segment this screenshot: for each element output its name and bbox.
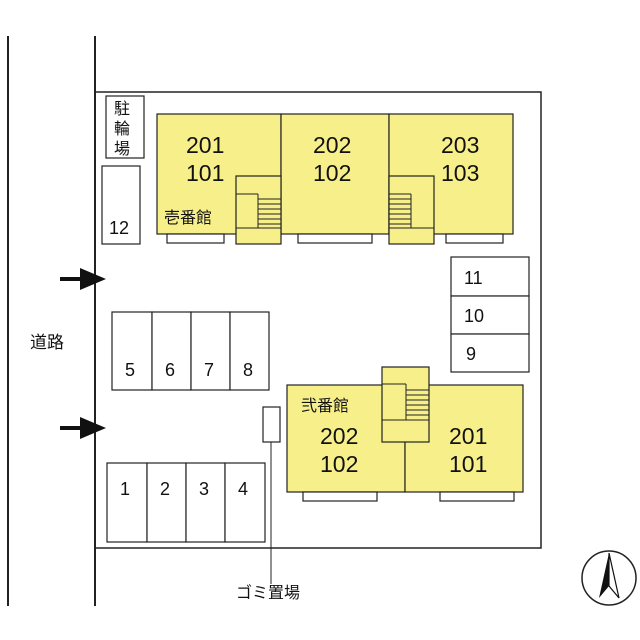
garbage-area: ゴミ置場 (236, 406, 300, 602)
unit-lower: 103 (441, 160, 479, 186)
parking-slot-box (229, 311, 270, 391)
unit-upper: 202 (313, 132, 351, 158)
parking-slot-box (224, 462, 266, 543)
building-2-name: 弐番館 (301, 396, 349, 415)
garbage-box (262, 406, 281, 443)
bike-parking-label-2: 輪 (114, 119, 130, 138)
unit-upper: 201 (449, 423, 487, 449)
entrance-arrow-bottom (60, 417, 106, 439)
bike-parking-label-3: 場 (114, 139, 130, 158)
balcony (297, 233, 373, 244)
parking-slot-box (106, 462, 148, 543)
parking-slot-number: 11 (464, 268, 483, 288)
parking-slot-number: 4 (238, 479, 248, 499)
parking-slot-number: 1 (120, 479, 130, 499)
unit-lower: 101 (186, 160, 224, 186)
unit-upper: 201 (186, 132, 224, 158)
parking-slot-number: 10 (464, 306, 484, 326)
parking-slot-box (101, 165, 141, 245)
road: 道路 (7, 36, 96, 606)
parking-slot-number: 5 (125, 360, 135, 380)
parking-slot-box (450, 333, 530, 373)
balcony (445, 233, 504, 244)
parking-slot-number: 2 (160, 479, 170, 499)
balcony (439, 491, 515, 502)
parking-slot-box (185, 462, 226, 543)
parking-slot-box (190, 311, 231, 391)
parking-right-column: 11 10 9 (450, 256, 530, 373)
stairs-icon (381, 366, 430, 443)
unit-upper: 202 (320, 423, 358, 449)
parking-slot-12: 12 (101, 165, 141, 245)
unit-lower: 102 (320, 451, 358, 477)
arrow-right-icon-head (80, 417, 106, 439)
parking-slot-box (151, 311, 192, 391)
parking-slot-box (146, 462, 187, 543)
north-arrow-icon (581, 550, 637, 606)
bike-parking: 駐 輪 場 (105, 95, 145, 159)
parking-slot-number: 8 (243, 360, 253, 380)
stairs-icon (388, 175, 435, 245)
building-1-name: 壱番館 (164, 208, 212, 227)
parking-slot-number: 6 (165, 360, 175, 380)
building-1: 201 101 202 102 203 103 壱番館 (156, 113, 514, 245)
unit-upper: 203 (441, 132, 479, 158)
parking-slot-number: 9 (466, 344, 476, 364)
stairs-icon (235, 175, 282, 245)
building-2: 弐番館 202 102 201 101 (286, 366, 524, 502)
parking-slot-box (111, 311, 153, 391)
parking-slot-box (450, 295, 530, 335)
lot-boundary (94, 91, 542, 549)
balcony (166, 233, 225, 244)
parking-slot-number: 12 (109, 218, 129, 238)
garbage-label: ゴミ置場 (236, 583, 300, 602)
parking-slot-box (450, 256, 530, 297)
entrance-arrow-top (60, 268, 106, 290)
bike-parking-box (105, 95, 145, 159)
parking-bottom-row: 1 2 3 4 (106, 462, 266, 543)
balcony (302, 491, 378, 502)
parking-slot-number: 3 (199, 479, 209, 499)
unit-lower: 101 (449, 451, 487, 477)
bike-parking-label-1: 駐 (114, 99, 130, 118)
unit-lower: 102 (313, 160, 351, 186)
road-label: 道路 (30, 333, 64, 353)
arrow-right-icon-head (80, 268, 106, 290)
parking-slot-number: 7 (204, 360, 214, 380)
parking-middle-row: 5 6 7 8 (111, 311, 270, 391)
